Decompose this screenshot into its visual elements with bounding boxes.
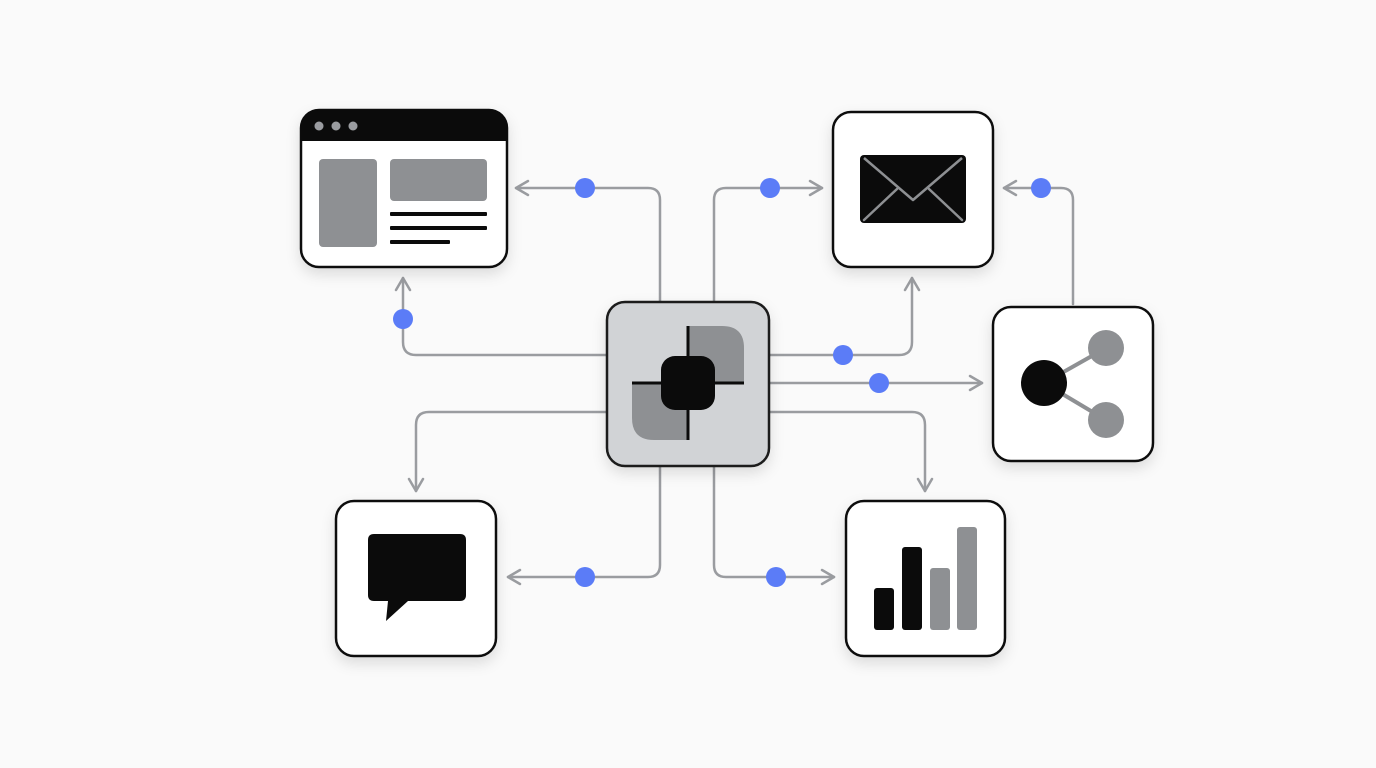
connector-dot bbox=[760, 178, 780, 198]
node-mail[interactable] bbox=[831, 110, 995, 269]
node-share[interactable] bbox=[991, 305, 1155, 463]
envelope-icon bbox=[860, 155, 966, 223]
browser-window-icon bbox=[301, 110, 507, 247]
connector-layer bbox=[393, 178, 1075, 587]
connector-hub-to-browser-right bbox=[514, 178, 662, 304]
connector-dot bbox=[833, 345, 853, 365]
share-network-icon bbox=[1021, 330, 1124, 438]
integration-hub-icon bbox=[632, 326, 744, 440]
connector-dot bbox=[575, 178, 595, 198]
connector-hub-to-chart-top bbox=[767, 410, 934, 493]
connector-hub-to-chart-left bbox=[712, 464, 836, 587]
connector-hub-to-mail-bottom bbox=[767, 276, 921, 365]
connector-hub-to-mail-left bbox=[712, 178, 824, 304]
chat-bubble-icon bbox=[368, 534, 466, 621]
connector-dot bbox=[1031, 178, 1051, 198]
connector-dot bbox=[575, 567, 595, 587]
node-chart[interactable] bbox=[844, 499, 1007, 658]
connector-dot bbox=[393, 309, 413, 329]
connector-dot bbox=[869, 373, 889, 393]
node-chat[interactable] bbox=[334, 499, 498, 658]
connector-hub-to-chat-top bbox=[407, 410, 609, 493]
connector-dot bbox=[766, 567, 786, 587]
connector-hub-to-browser-bottom bbox=[393, 276, 609, 357]
connector-hub-to-share bbox=[767, 373, 984, 393]
connector-share-to-mail-right bbox=[1002, 178, 1075, 306]
node-browser[interactable] bbox=[299, 108, 509, 269]
node-hub[interactable] bbox=[605, 300, 771, 468]
connector-hub-to-chat-right bbox=[506, 464, 662, 587]
bar-chart-icon bbox=[874, 527, 977, 630]
